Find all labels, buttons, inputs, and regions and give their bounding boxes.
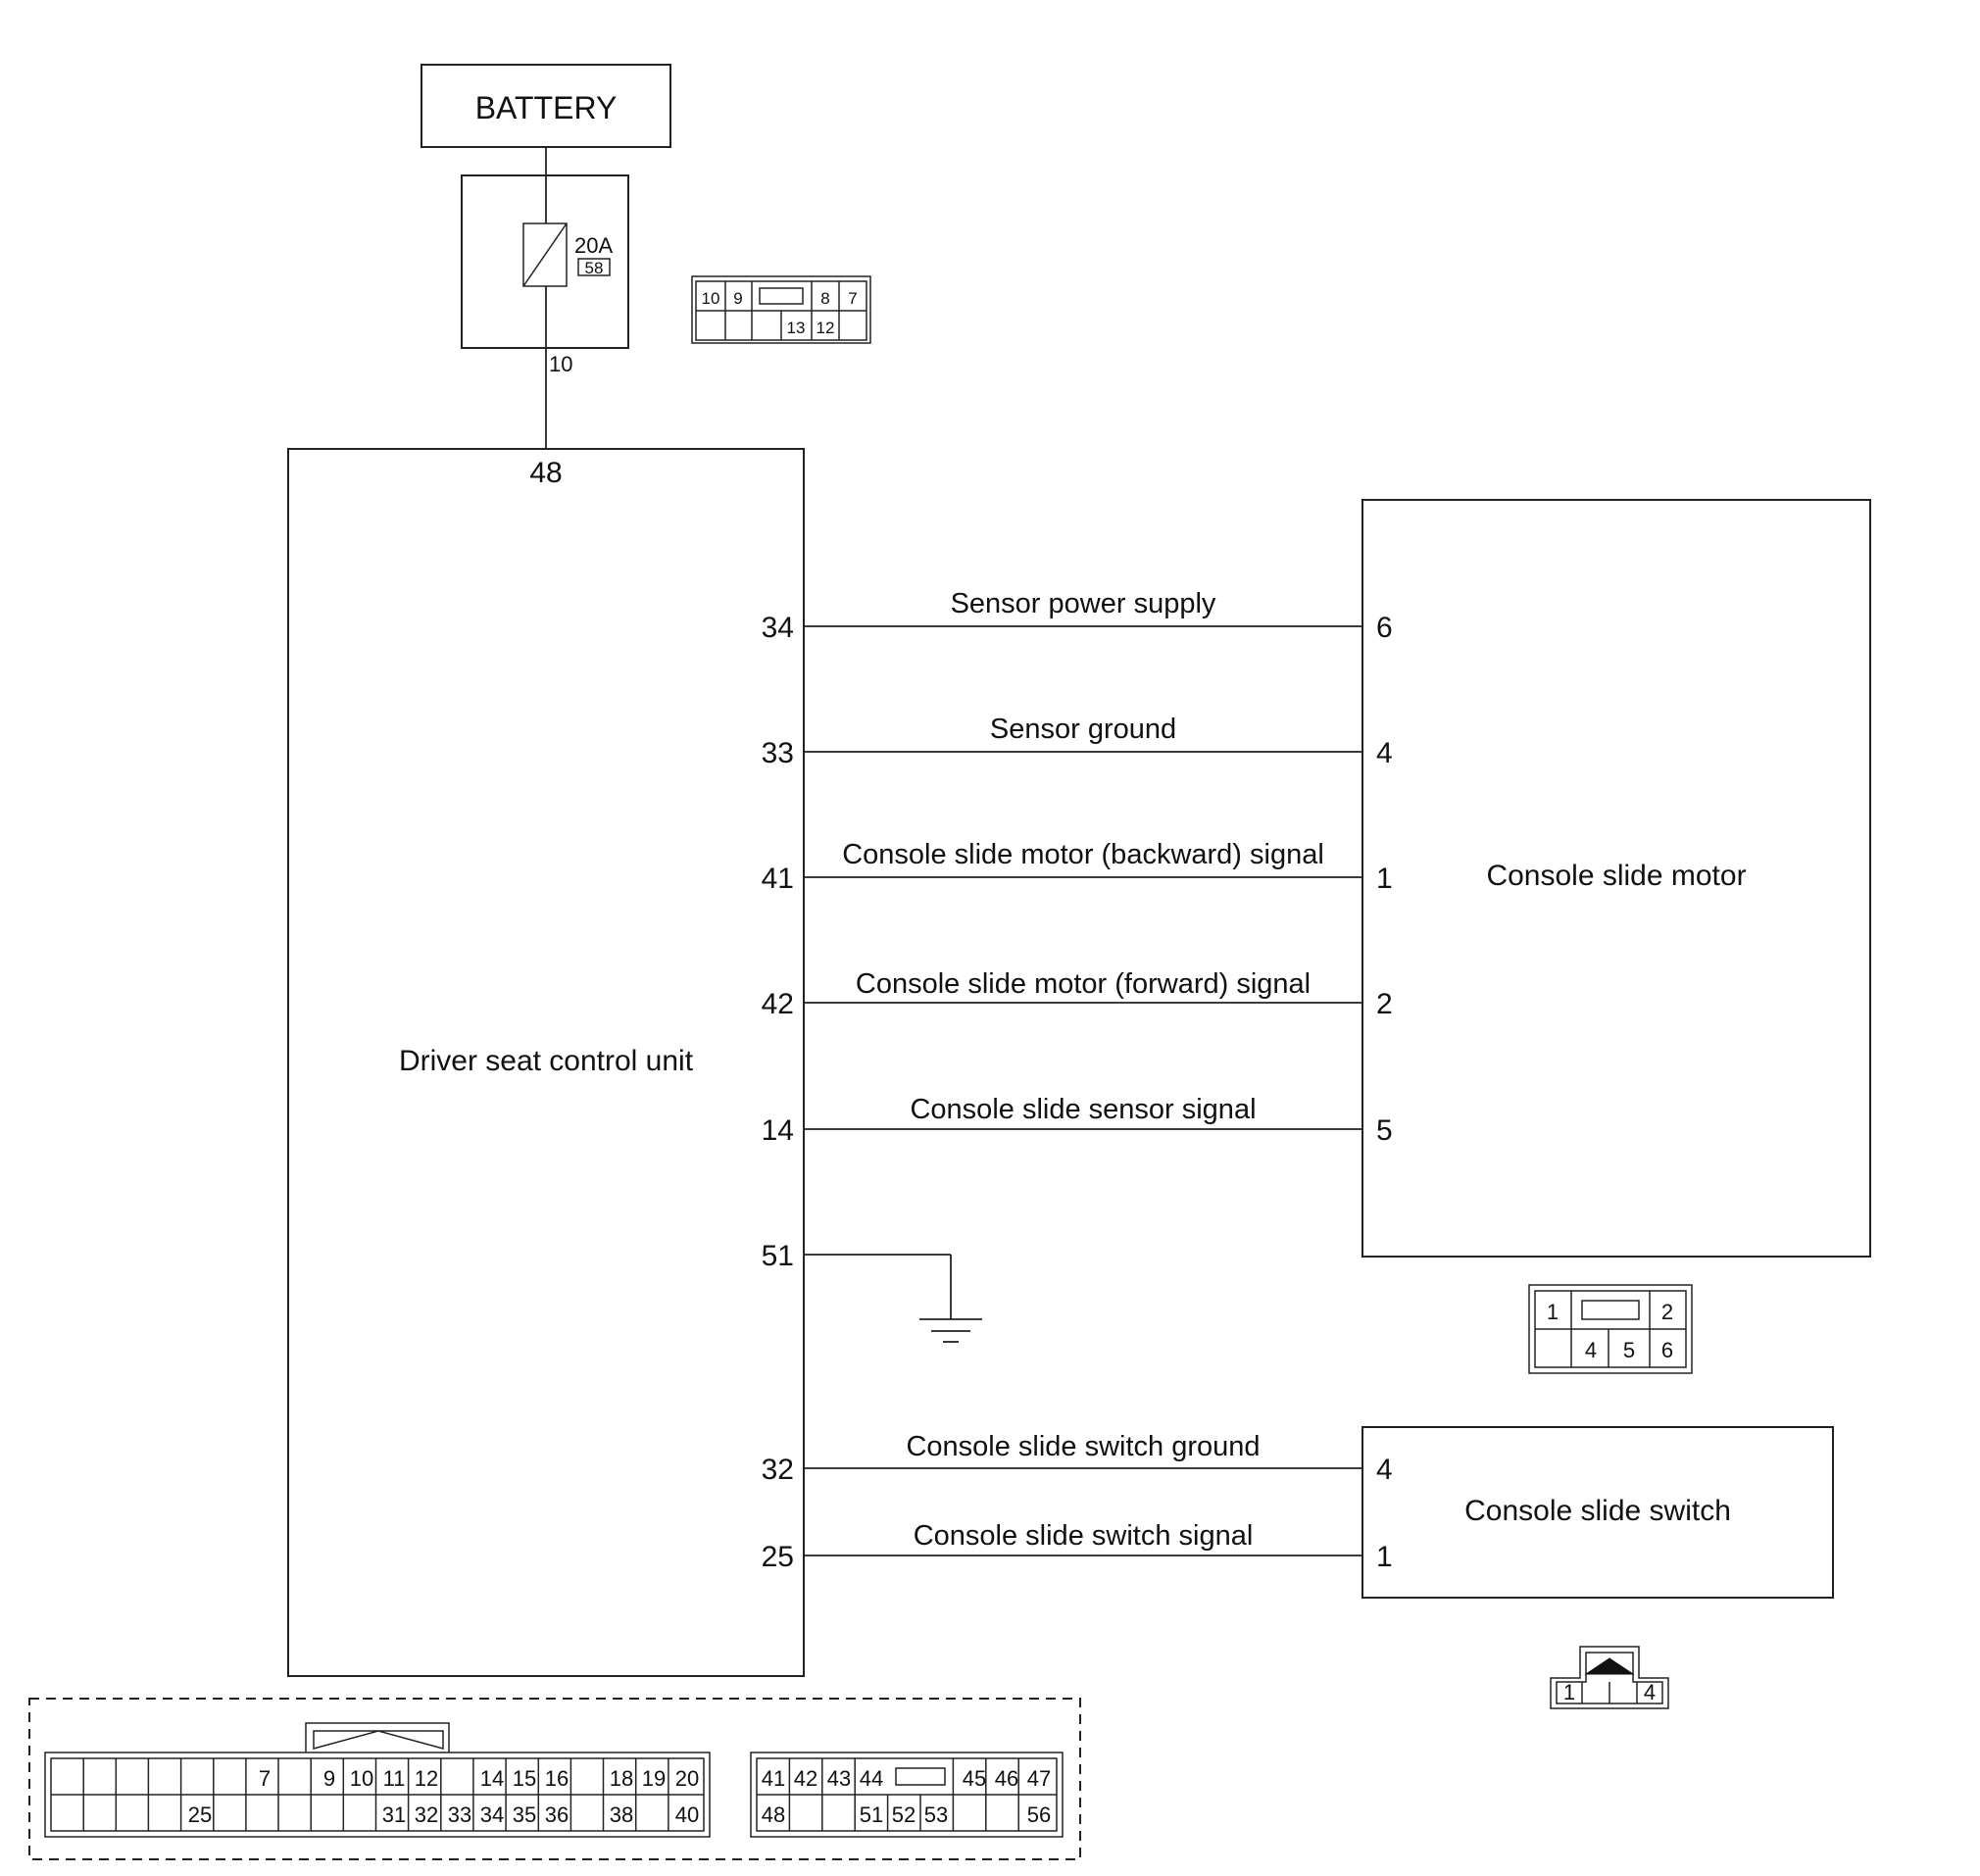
- wire-switch-signal: 25 1 Console slide switch signal: [762, 1520, 1393, 1573]
- cu-pin: 25: [762, 1541, 794, 1573]
- wire-signal-label: Console slide motor (backward) signal: [842, 839, 1324, 870]
- cu-pin: 14: [762, 1114, 794, 1147]
- cu-pin: 34: [762, 612, 794, 644]
- console-slide-motor: Console slide motor: [1361, 499, 1871, 1258]
- cu-conn-a-pin: 25: [188, 1802, 212, 1827]
- wire-switch-ground: 32 4 Console slide switch ground: [762, 1431, 1393, 1486]
- wire-motor-forward: 42 2 Console slide motor (forward) signa…: [762, 968, 1393, 1020]
- fuse-block: 20A 58 10: [461, 147, 629, 449]
- motor-pin: 1: [1376, 863, 1393, 895]
- motor-conn-pin: 1: [1547, 1300, 1559, 1324]
- fuse-rating: 20A: [574, 233, 613, 258]
- cu-conn-a-pin: 15: [513, 1766, 536, 1791]
- switch-pin: 4: [1376, 1454, 1393, 1486]
- cu-conn-a-pin: 12: [415, 1766, 438, 1791]
- switch-connector-face: 1 4: [1550, 1646, 1669, 1709]
- motor-pin: 5: [1376, 1114, 1393, 1147]
- fuse-number: 58: [585, 259, 604, 277]
- cu-conn-a-pin: 10: [350, 1766, 373, 1791]
- motor-pin: 2: [1376, 988, 1393, 1020]
- switch-label: Console slide switch: [1464, 1495, 1731, 1527]
- cu-conn-b-pin: 53: [924, 1802, 948, 1827]
- cu-conn-a-pin: 14: [480, 1766, 504, 1791]
- motor-pin: 4: [1376, 737, 1393, 769]
- cu-pin: 32: [762, 1454, 794, 1486]
- wire-sensor-signal: 14 5 Console slide sensor signal: [762, 1094, 1393, 1147]
- switch-conn-pin: 1: [1563, 1680, 1575, 1704]
- wire-signal-label: Console slide switch signal: [914, 1520, 1254, 1552]
- wire-signal-label: Sensor ground: [990, 714, 1176, 745]
- switch-conn-pin: 4: [1644, 1680, 1656, 1704]
- motor-conn-pin: 6: [1661, 1338, 1673, 1362]
- battery: BATTERY: [421, 64, 671, 148]
- cu-conn-b-pin: 41: [762, 1766, 785, 1791]
- cu-conn-a-pin: 16: [545, 1766, 569, 1791]
- fuse-conn-pin: 10: [702, 289, 720, 308]
- connector-a-grid: [82, 1758, 669, 1831]
- motor-pin: 6: [1376, 612, 1393, 644]
- cu-conn-a-pin: 20: [675, 1766, 699, 1791]
- cu-conn-b-pin: 46: [995, 1766, 1018, 1791]
- cu-connector-b: 41 42 43 44 45 46 47 48 51 52 53 56: [750, 1752, 1064, 1838]
- wire-signal-label: Console slide sensor signal: [910, 1094, 1256, 1125]
- ground: 51: [762, 1240, 982, 1343]
- cu-connector-frame: [28, 1698, 1081, 1860]
- cu-conn-a-pin: 11: [383, 1766, 406, 1791]
- cu-pin: 41: [762, 863, 794, 895]
- wire-signal-label: Console slide motor (forward) signal: [856, 968, 1311, 1000]
- wire-sensor-power: 34 6 Sensor power supply: [762, 588, 1393, 644]
- fuse-output-pin: 10: [549, 352, 572, 376]
- cu-conn-b-pin: 42: [794, 1766, 817, 1791]
- fuse-conn-pin: 13: [787, 319, 806, 337]
- cu-conn-a-pin: 9: [323, 1766, 335, 1791]
- wire-signal-label: Sensor power supply: [951, 588, 1216, 619]
- cu-conn-a-pin: 35: [513, 1802, 536, 1827]
- wire-sensor-ground: 33 4 Sensor ground: [762, 714, 1393, 769]
- motor-conn-pin: 4: [1585, 1338, 1597, 1362]
- console-slide-switch: Console slide switch: [1361, 1426, 1834, 1599]
- cu-conn-a-pin: 33: [448, 1802, 471, 1827]
- cu-conn-b-pin: 56: [1027, 1802, 1051, 1827]
- cu-conn-a-pin: 19: [642, 1766, 666, 1791]
- cu-pin: 42: [762, 988, 794, 1020]
- cu-conn-b-pin: 43: [827, 1766, 851, 1791]
- cu-conn-a-pin: 36: [545, 1802, 569, 1827]
- motor-conn-pin: 5: [1623, 1338, 1635, 1362]
- motor-conn-pin: 2: [1661, 1300, 1673, 1324]
- wire-signal-label: Console slide switch ground: [906, 1431, 1260, 1462]
- cu-conn-a-pin: 38: [610, 1802, 633, 1827]
- motor-label: Console slide motor: [1486, 860, 1746, 892]
- cu-conn-a-pin: 40: [675, 1802, 699, 1827]
- cu-conn-a-pin: 31: [382, 1802, 406, 1827]
- cu-conn-a-pin: 7: [259, 1766, 271, 1791]
- cu-conn-a-pin: 34: [480, 1802, 504, 1827]
- cu-conn-b-pin: 44: [860, 1766, 883, 1791]
- fuse-connector-face: 10 9 8 7 13 12: [691, 275, 871, 344]
- cu-conn-b-pin: 52: [892, 1802, 916, 1827]
- control-unit: 48 Driver seat control unit: [287, 448, 805, 1677]
- cu-conn-a-pin: 18: [610, 1766, 633, 1791]
- fuse-icon: [522, 222, 568, 287]
- cu-ground-pin: 51: [762, 1240, 794, 1272]
- cu-conn-b-pin: 47: [1027, 1766, 1051, 1791]
- fuse-conn-pin: 12: [817, 319, 835, 337]
- cu-conn-b-pin: 51: [860, 1802, 883, 1827]
- cu-power-pin: 48: [529, 457, 562, 489]
- cu-conn-a-pin: 32: [415, 1802, 438, 1827]
- control-unit-label: Driver seat control unit: [399, 1045, 694, 1077]
- fuse-conn-pin: 9: [733, 289, 742, 308]
- battery-label: BATTERY: [475, 90, 618, 125]
- cu-pin: 33: [762, 737, 794, 769]
- cu-conn-b-pin: 45: [963, 1766, 986, 1791]
- cu-connector-a: 7 9 10 11 12 14 15 16 18 19 20 25 31 32 …: [44, 1722, 711, 1838]
- wire-motor-backward: 41 1 Console slide motor (backward) sign…: [762, 839, 1393, 895]
- switch-pin: 1: [1376, 1541, 1393, 1573]
- motor-connector-face: 1 2 4 5 6: [1528, 1284, 1693, 1374]
- cu-conn-b-pin: 48: [762, 1802, 785, 1827]
- fuse-conn-pin: 7: [848, 289, 857, 308]
- fuse-conn-pin: 8: [820, 289, 829, 308]
